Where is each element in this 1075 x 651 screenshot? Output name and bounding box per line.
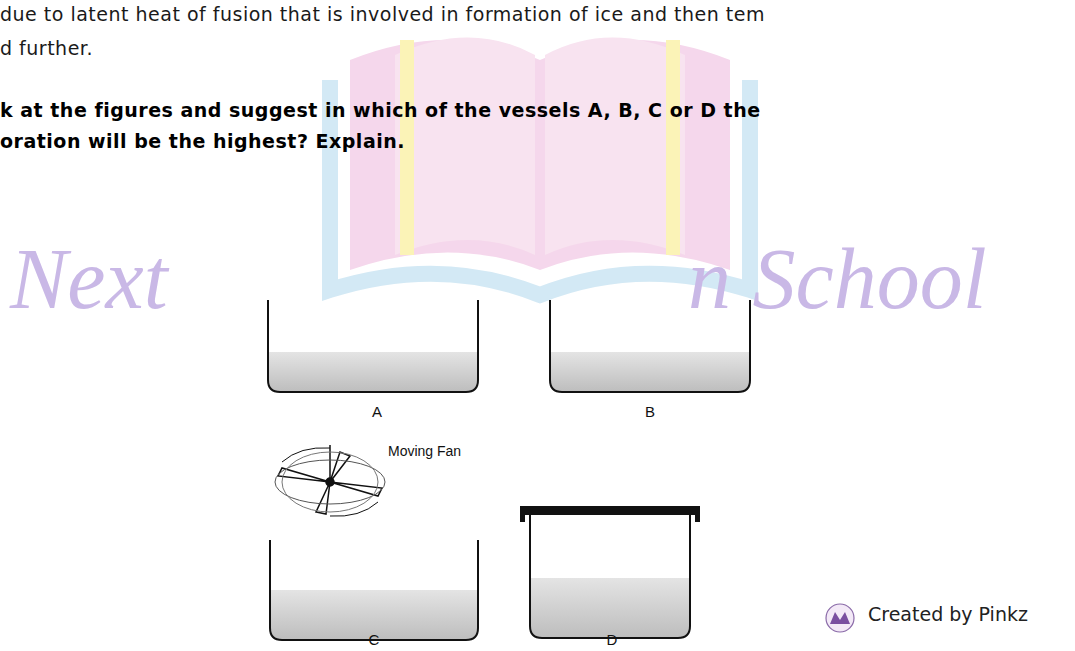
vessel-a — [268, 300, 478, 392]
body-text: d further. — [0, 38, 93, 59]
moving-fan — [275, 445, 385, 516]
vessel-label: C — [369, 632, 380, 649]
question-text: oration will be the highest? Explain. — [0, 131, 405, 152]
question-text: k at the figures and suggest in which of… — [0, 100, 761, 121]
vessel-label: A — [372, 404, 382, 421]
fan-label: Moving Fan — [388, 444, 461, 459]
vessel-c — [270, 540, 478, 640]
credit-logo — [826, 604, 854, 632]
vessel-label: B — [645, 404, 655, 421]
vessel-d — [520, 506, 700, 638]
vessel-label: D — [607, 632, 618, 649]
book-logo — [330, 38, 750, 296]
watermark: n School — [688, 232, 987, 327]
body-text: due to latent heat of fusion that is inv… — [0, 4, 765, 25]
credit-text: Created by Pinkz — [868, 604, 1028, 625]
watermark: Next — [10, 232, 168, 327]
